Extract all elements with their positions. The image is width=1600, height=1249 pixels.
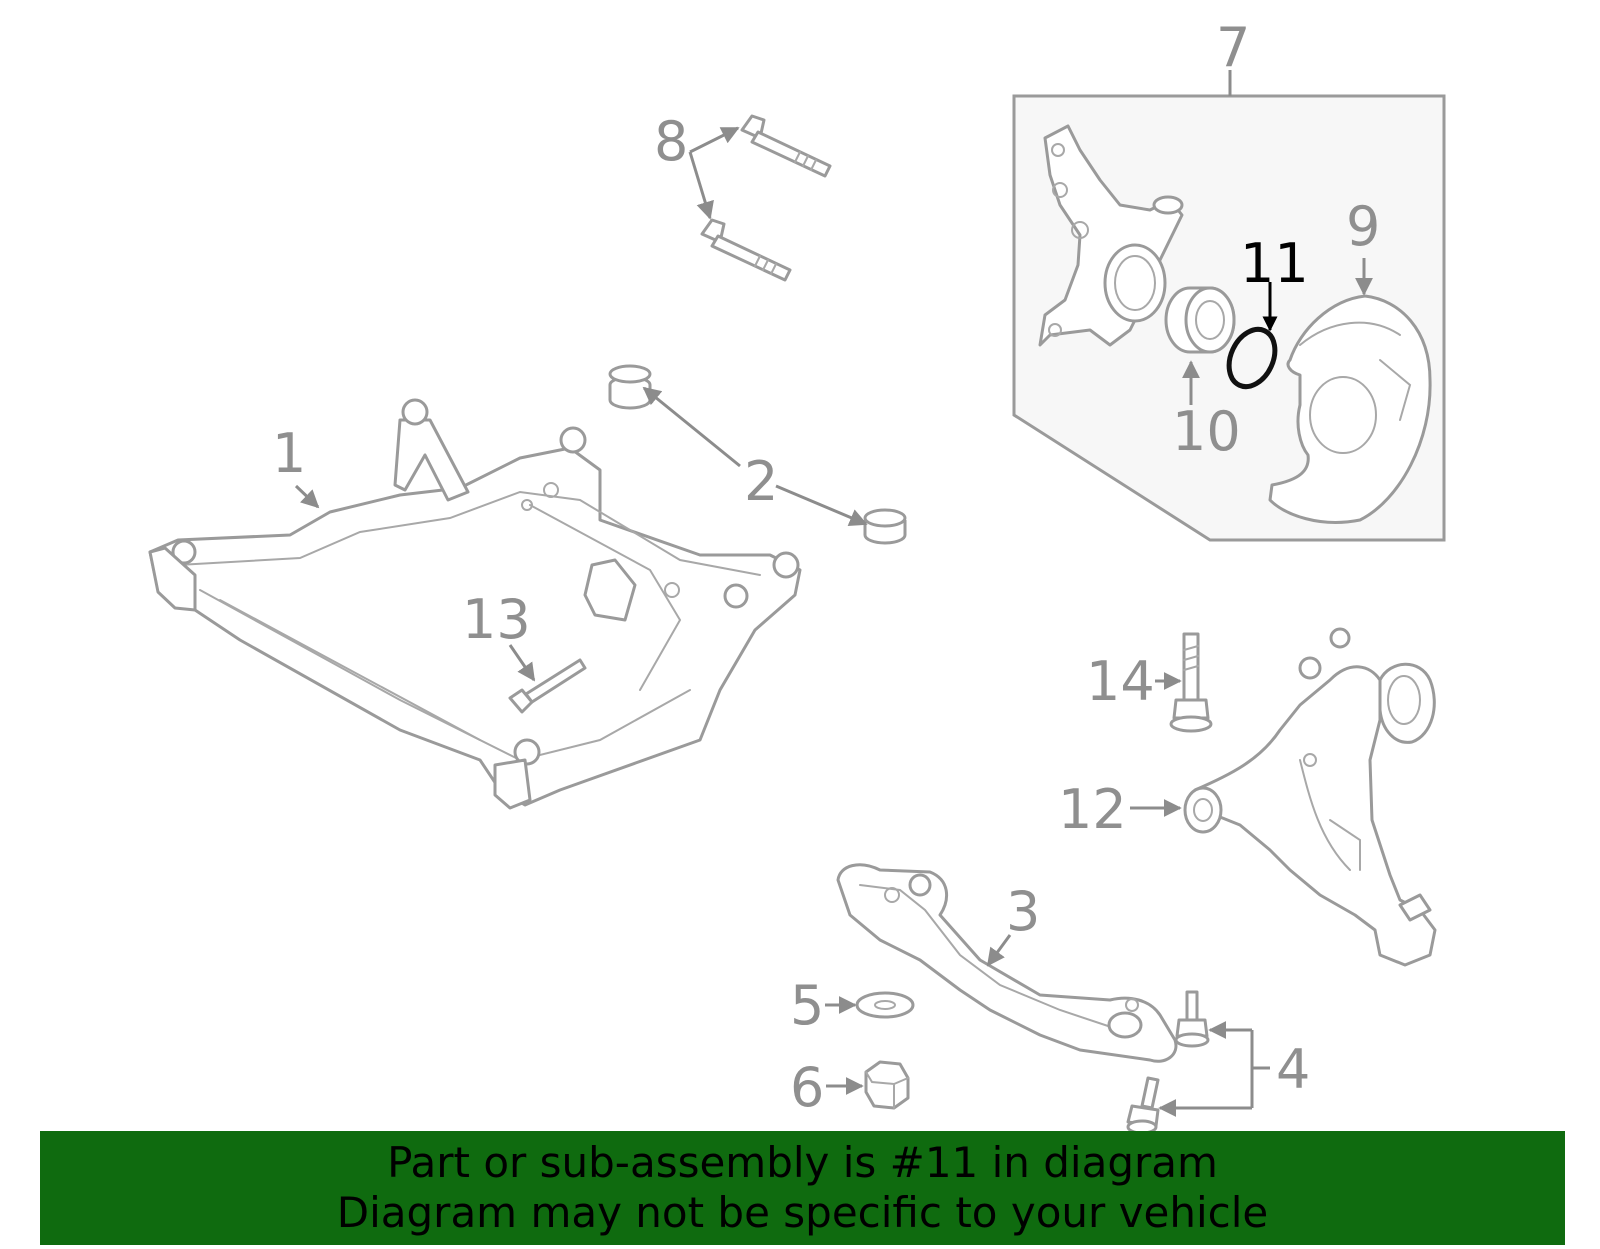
leader-13 <box>508 644 536 682</box>
bolt-part-4-lower[interactable] <box>1126 1076 1160 1135</box>
info-banner: Part or sub-assembly is #11 in diagram D… <box>40 1131 1565 1245</box>
nut-part-6[interactable] <box>864 1060 910 1110</box>
leader-1 <box>294 484 320 509</box>
leader-2a <box>642 386 741 468</box>
banner-line-2: Diagram may not be specific to your vehi… <box>336 1188 1269 1237</box>
callout-9: 9 <box>1346 195 1380 258</box>
bushing-part-2-lower[interactable] <box>863 508 907 545</box>
callout-13: 13 <box>462 588 531 651</box>
bolt-part-13[interactable] <box>508 658 587 714</box>
subframe-part-1[interactable] <box>148 398 802 810</box>
callout-7: 7 <box>1216 16 1250 79</box>
leader-3 <box>986 934 1012 967</box>
callout-1: 1 <box>272 422 306 485</box>
callout-3: 3 <box>1006 880 1040 943</box>
callout-10: 10 <box>1172 400 1241 463</box>
bolt-part-8-upper[interactable] <box>740 114 832 178</box>
callout-2: 2 <box>744 450 778 513</box>
callout-6: 6 <box>790 1056 824 1119</box>
callout-14: 14 <box>1086 650 1155 713</box>
bolt-part-4-upper[interactable] <box>1174 990 1210 1048</box>
leader-8a <box>689 126 740 154</box>
banner-line-1: Part or sub-assembly is #11 in diagram <box>387 1138 1218 1187</box>
leader-2b <box>775 484 868 526</box>
steering-knuckle[interactable] <box>1038 124 1184 347</box>
bushing-part-2-upper[interactable] <box>608 364 652 410</box>
wheel-bearing-part-10[interactable] <box>1164 286 1236 354</box>
washer-part-5[interactable] <box>855 991 915 1019</box>
callout-11: 11 <box>1240 232 1309 295</box>
callout-5: 5 <box>790 974 824 1037</box>
bolt-part-14[interactable] <box>1169 632 1213 733</box>
callout-8: 8 <box>654 110 688 173</box>
brace-part-3[interactable] <box>836 863 1178 1063</box>
callout-12: 12 <box>1058 778 1127 841</box>
dust-shield-part-9[interactable] <box>1268 294 1432 524</box>
callout-4: 4 <box>1276 1038 1310 1101</box>
leader-8b <box>688 151 714 220</box>
lower-control-arm-part-12[interactable] <box>1183 627 1437 967</box>
bolt-part-8-lower[interactable] <box>700 218 792 282</box>
